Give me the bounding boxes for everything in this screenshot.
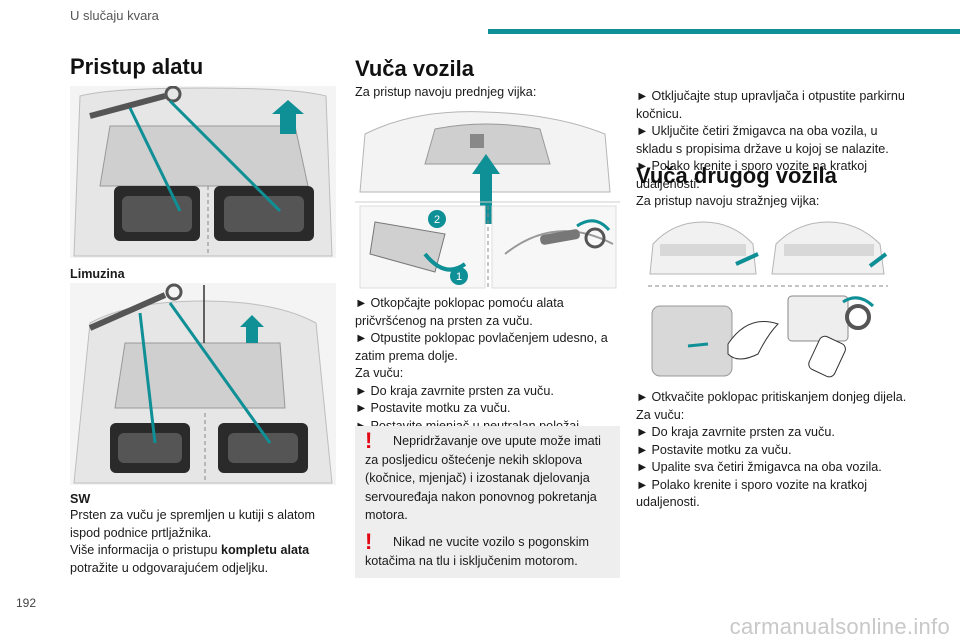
label-for-towing: Za vuču: xyxy=(355,366,404,380)
step-release-cover-text: Otpustite poklopac povlačenjem udesno, a… xyxy=(355,331,608,363)
header-accent-bar xyxy=(488,29,960,34)
warning-text-damage: Nepridržavanje ove upute može imati za p… xyxy=(365,434,601,522)
step-fit-bar-rear: ►Postavite motku za vuču. xyxy=(636,442,916,460)
tool-kit-link-text: kompletu alata xyxy=(220,543,310,557)
towing-continued-steps: ►Otključajte stup upravljača i otpustite… xyxy=(636,88,916,193)
arrow-icon: ► xyxy=(636,159,649,173)
caption-sedan: Limuzina xyxy=(70,267,125,281)
watermark: carmanualsonline.info xyxy=(729,614,950,639)
page-number: 192 xyxy=(16,596,37,610)
step-drive-slowly-rear-text: Polako krenite i sporo vozite na kratkoj… xyxy=(636,477,868,510)
car-front-icon xyxy=(359,111,611,193)
warning-icon: ! xyxy=(365,428,373,453)
step-badge-1: 1 xyxy=(456,271,462,283)
section-title-towing: Vuča vozila xyxy=(355,56,475,81)
warning-box-drive-wheels: ! Nikad ne vucite vozilo s pogonskim kot… xyxy=(355,527,620,578)
label-for-towing-rear: Za vuču: xyxy=(636,407,685,422)
arrow-icon: ► xyxy=(636,390,649,404)
step-unlock-steering-text: Otključajte stup upravljača i otpustite … xyxy=(636,89,905,121)
section-title-towing-other: Vuča drugog vozila xyxy=(636,163,837,188)
front-screw-intro: Za pristup navoju prednjeg vijka: xyxy=(355,85,537,99)
warning-box-damage: ! Nepridržavanje ove upute može imati za… xyxy=(355,426,620,533)
arrow-icon: ► xyxy=(636,477,649,492)
rear-towing-steps: ►Otkvačite poklopac pritiskanjem donjeg … xyxy=(636,389,916,512)
step-fit-bar-text: Postavite motku za vuču. xyxy=(370,401,511,415)
step-drive-slowly-rear: ►Polako krenite i sporo vozite na kratko… xyxy=(636,477,916,512)
step-unlock-steering: ►Otključajte stup upravljača i otpustite… xyxy=(636,88,916,123)
section-title-tool-access: Pristup alatu xyxy=(70,54,204,79)
front-towing-steps: ►Otkopčajte poklopac pomoću alata pričvr… xyxy=(355,295,620,435)
rear-screw-intro: Za pristup navoju stražnjeg vijka: xyxy=(636,194,820,208)
step-drive-slowly-text: Polako krenite i sporo vozite na kratkoj… xyxy=(636,159,868,191)
sw-trunk-illustration xyxy=(70,283,336,485)
header-title: U slučaju kvara xyxy=(70,8,159,23)
arrow-icon: ► xyxy=(636,124,649,138)
paragraph-tow-ring-storage: Prsten za vuču je spremljen u kutiji s a… xyxy=(70,508,315,540)
arrow-icon: ► xyxy=(636,89,649,103)
step-unhook-cover: ►Otkvačite poklopac pritiskanjem donjeg … xyxy=(636,389,916,407)
car-rear-icon xyxy=(649,221,757,275)
step-hazards-both-text: Upalite sva četiri žmigavca na oba vozil… xyxy=(651,460,882,474)
arrow-icon: ► xyxy=(355,401,368,415)
paragraph-tool-kit-reference: Više informacija o pristupu kompletu ala… xyxy=(70,542,332,577)
step-unhook-cover-text: Otkvačite poklopac pritiskanjem donjeg d… xyxy=(651,390,907,404)
tow-ring-icon xyxy=(89,86,182,119)
step-remove-cover: ►Otkopčajte poklopac pomoću alata pričvr… xyxy=(355,295,620,330)
step-hazards-both: ►Upalite sva četiri žmigavca na oba vozi… xyxy=(636,459,916,477)
step-screw-ring-text: Do kraja zavrnite prsten za vuču. xyxy=(370,383,554,398)
rear-tow-illustration xyxy=(648,214,888,384)
hand-icon xyxy=(727,321,779,360)
step-hazard-lights: ►Uključite četiri žmigavca na oba vozila… xyxy=(636,123,916,158)
step-screw-ring-rear-text: Do kraja zavrnite prsten za vuču. xyxy=(651,425,835,439)
arrow-icon: ► xyxy=(355,383,368,398)
step-fit-bar-rear-text: Postavite motku za vuču. xyxy=(651,442,792,457)
step-fit-bar: ►Postavite motku za vuču. xyxy=(355,400,620,418)
step-badge-2: 2 xyxy=(434,214,440,226)
tool-kit-text-end: potražite u odgovarajućem odjeljku. xyxy=(70,560,269,575)
arrow-icon: ► xyxy=(636,442,649,457)
warning-text-drive-wheels: Nikad ne vucite vozilo s pogonskim kotač… xyxy=(365,535,589,568)
step-hazard-lights-text: Uključite četiri žmigavca na oba vozila,… xyxy=(636,124,889,156)
arrow-icon: ► xyxy=(636,460,649,474)
warning-icon: ! xyxy=(365,529,373,554)
caption-sw: SW xyxy=(70,492,91,506)
up-arrow-icon xyxy=(272,100,304,134)
tool-kit-text-start: Više informacija o pristupu xyxy=(70,543,221,557)
sedan-trunk-illustration xyxy=(70,86,336,258)
column-tool-access: Pristup alatu xyxy=(70,48,340,80)
step-remove-cover-text: Otkopčajte poklopac pomoću alata pričvrš… xyxy=(355,296,564,328)
step-screw-ring-rear: ►Do kraja zavrnite prsten za vuču. xyxy=(636,424,916,442)
step-release-cover: ►Otpustite poklopac povlačenjem udesno, … xyxy=(355,330,620,365)
front-tow-illustration: 2 1 xyxy=(355,104,620,292)
step-screw-ring: ►Do kraja zavrnite prsten za vuču. xyxy=(355,383,620,401)
arrow-icon: ► xyxy=(355,296,368,310)
arrow-icon: ► xyxy=(355,331,368,345)
step-drive-slowly: ►Polako krenite i sporo vozite na kratko… xyxy=(636,158,916,193)
arrow-icon: ► xyxy=(636,425,649,439)
